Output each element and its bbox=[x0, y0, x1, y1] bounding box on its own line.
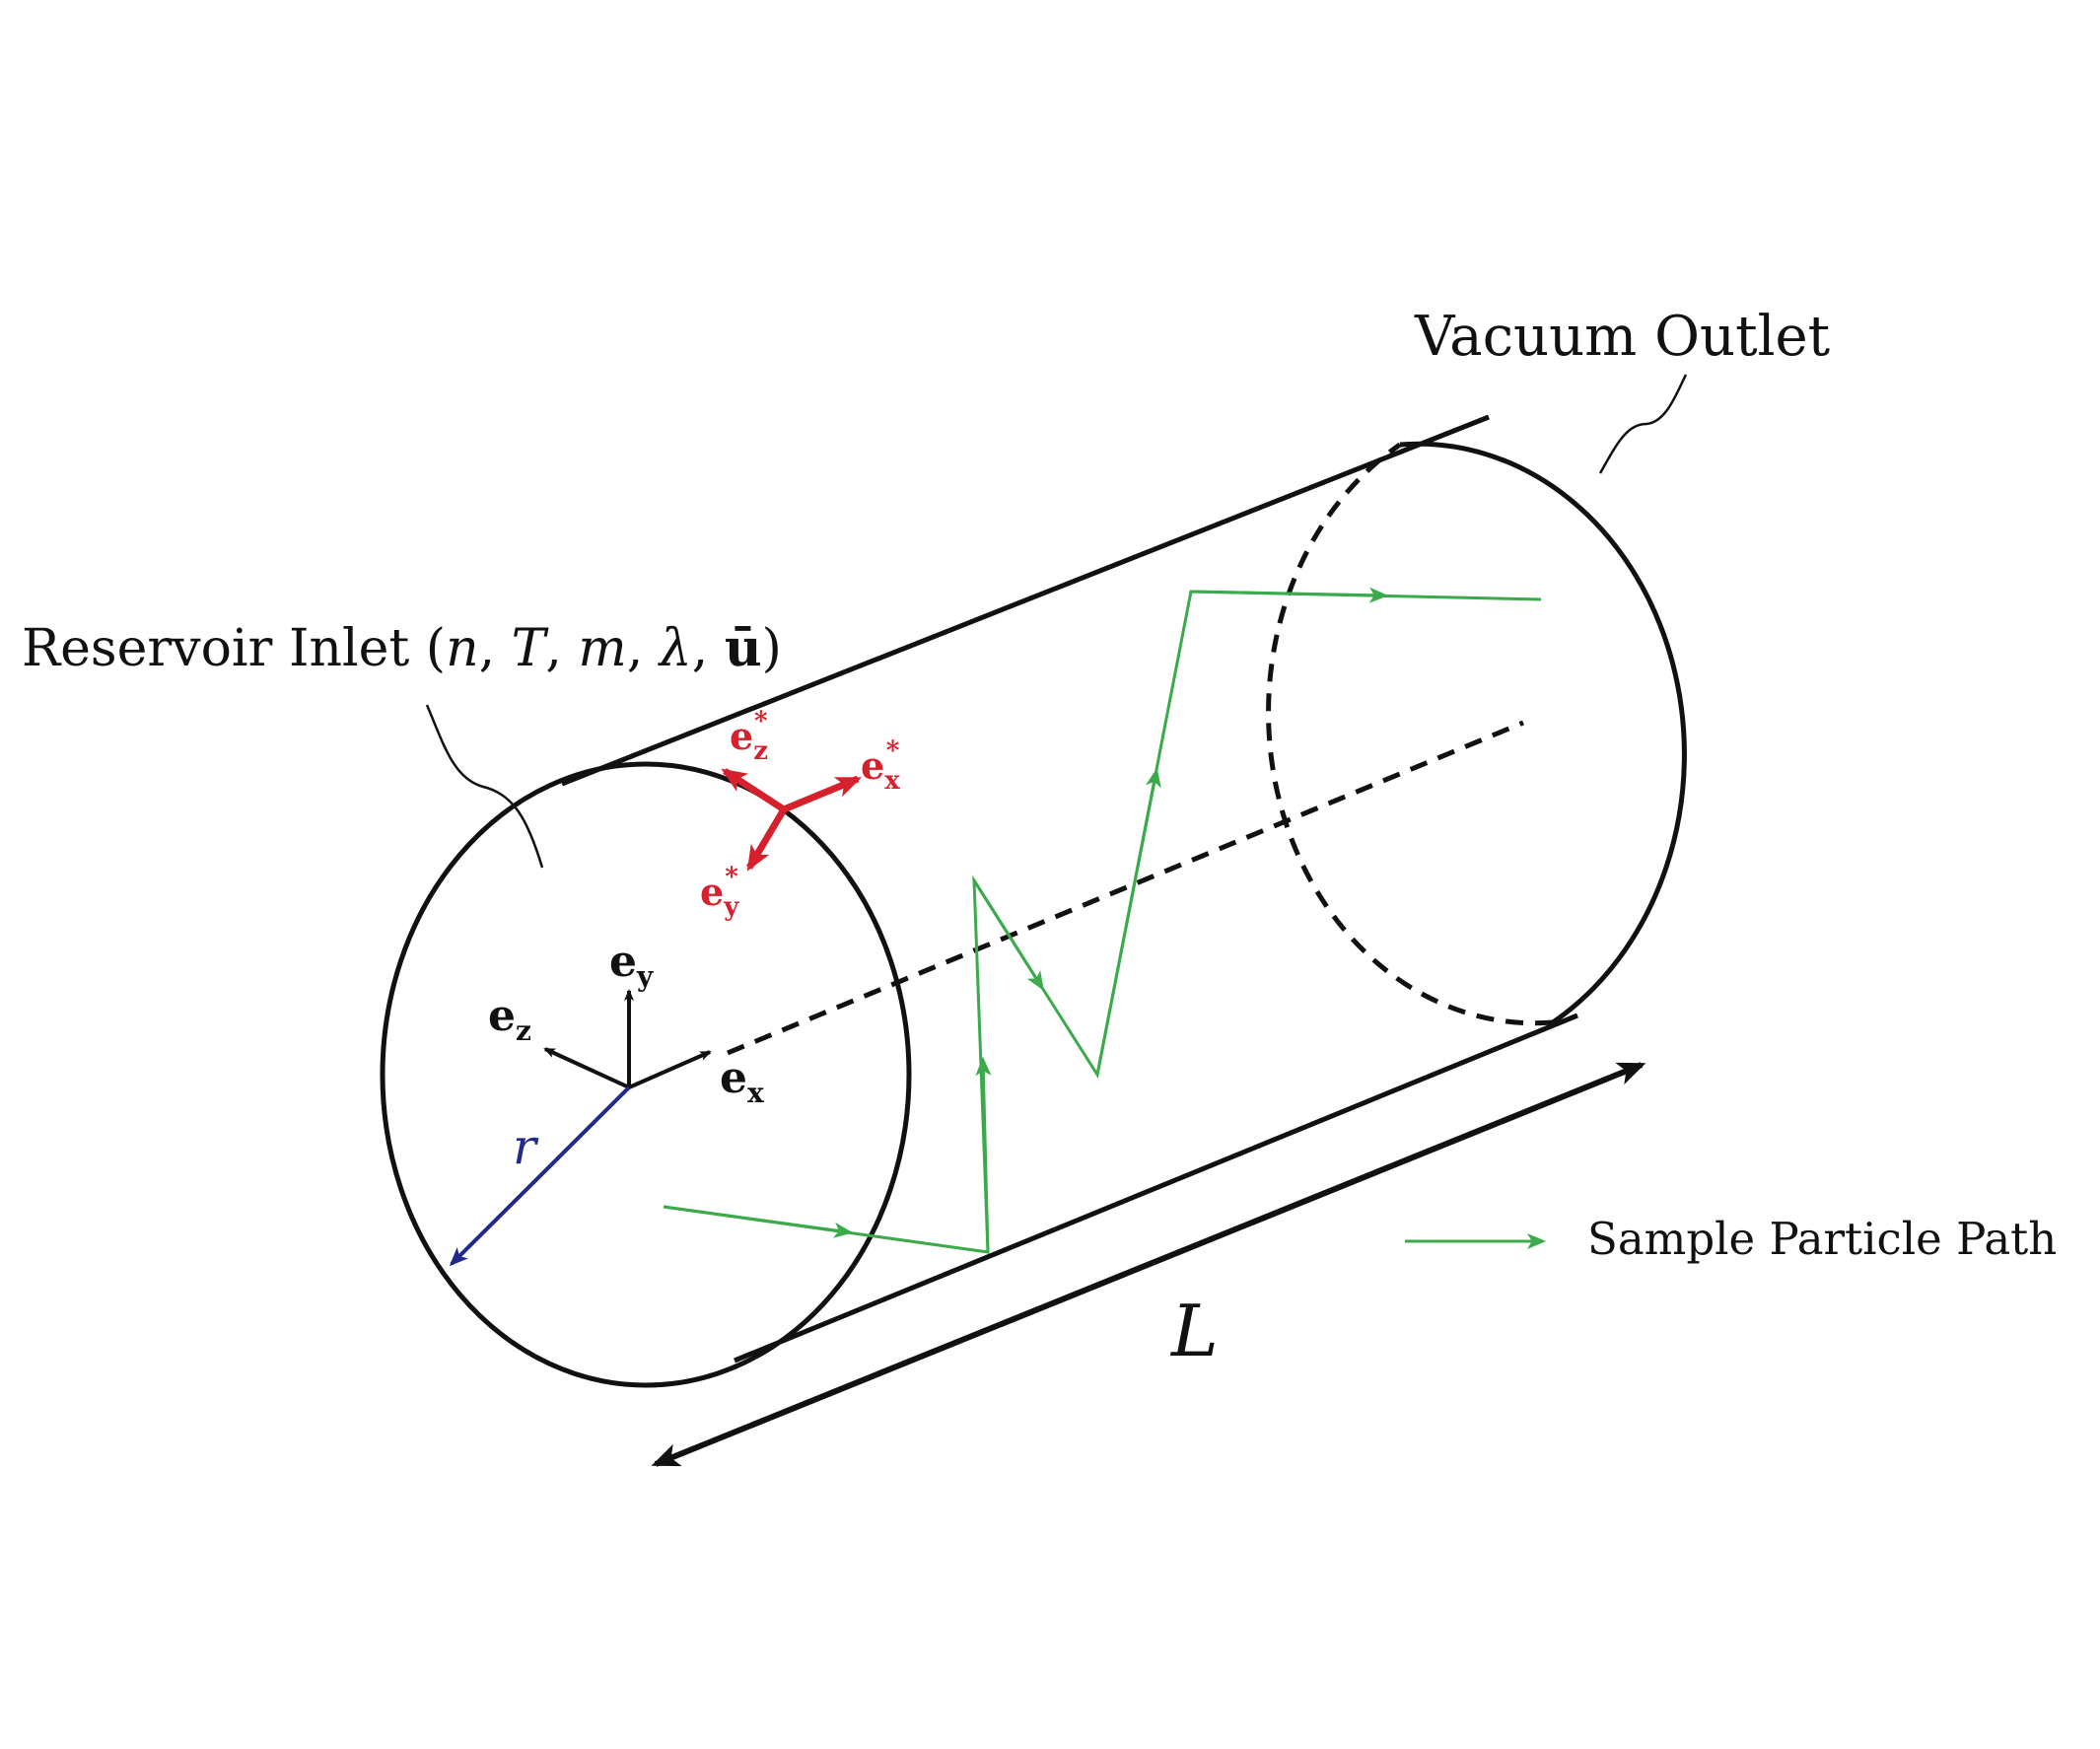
particle-path-arrow bbox=[663, 1205, 854, 1238]
outlet-leader-line bbox=[1598, 374, 1688, 474]
ez-label: ez bbox=[488, 991, 531, 1047]
legend: Sample Particle Path bbox=[1405, 1213, 2057, 1265]
ex-axis-arrow bbox=[628, 1050, 712, 1089]
param-separator: , bbox=[545, 619, 578, 678]
ex-label: ex bbox=[720, 1053, 764, 1109]
outlet-ellipse-visible bbox=[1399, 441, 1687, 1025]
reservoir-inlet-prefix: Reservoir Inlet ( bbox=[22, 619, 446, 678]
center-axis-dashed bbox=[727, 720, 1524, 1056]
param-lambda: λ bbox=[658, 619, 692, 678]
inlet-ellipse bbox=[380, 761, 912, 1388]
ez-star-arrow bbox=[721, 768, 786, 812]
inlet-leader-line bbox=[425, 704, 544, 869]
particle-path-arrow bbox=[1190, 587, 1389, 603]
reservoir-inlet-suffix: ) bbox=[762, 619, 782, 678]
local-axes bbox=[721, 768, 863, 872]
tube-top-edge bbox=[561, 414, 1490, 787]
outlet-ellipse-hidden bbox=[1266, 442, 1554, 1026]
param-m: m bbox=[578, 619, 626, 678]
particle-path-arrow bbox=[972, 879, 1044, 991]
particle-path-arrow bbox=[1095, 767, 1161, 1076]
ey-label: ey bbox=[609, 937, 654, 993]
radius-label: r bbox=[513, 1118, 539, 1175]
param-separator: , bbox=[627, 619, 660, 678]
ey-star-label: ey* bbox=[700, 863, 739, 922]
param-n: n bbox=[446, 619, 479, 678]
ey-star-arrow bbox=[745, 807, 788, 872]
ex-star-label: ex* bbox=[861, 736, 900, 796]
param-velocity: ū bbox=[725, 618, 762, 678]
reservoir-inlet-label: Reservoir Inlet (n, T, m, λ, ū) bbox=[22, 618, 782, 678]
vacuum-outlet-label: Vacuum Outlet bbox=[1414, 305, 1831, 369]
ez-star-label: ez* bbox=[730, 707, 768, 766]
radius-arrow bbox=[449, 1085, 631, 1267]
length-dimension-arrow bbox=[651, 1062, 1646, 1467]
ez-axis-arrow bbox=[543, 1047, 630, 1089]
param-separator: , bbox=[692, 619, 725, 678]
tube-bottom-edge bbox=[734, 1013, 1578, 1364]
param-separator: , bbox=[479, 619, 512, 678]
param-T: T bbox=[512, 619, 549, 678]
legend-label: Sample Particle Path bbox=[1587, 1213, 2057, 1265]
length-label: L bbox=[1169, 1290, 1219, 1372]
ex-star-arrow bbox=[782, 775, 863, 813]
